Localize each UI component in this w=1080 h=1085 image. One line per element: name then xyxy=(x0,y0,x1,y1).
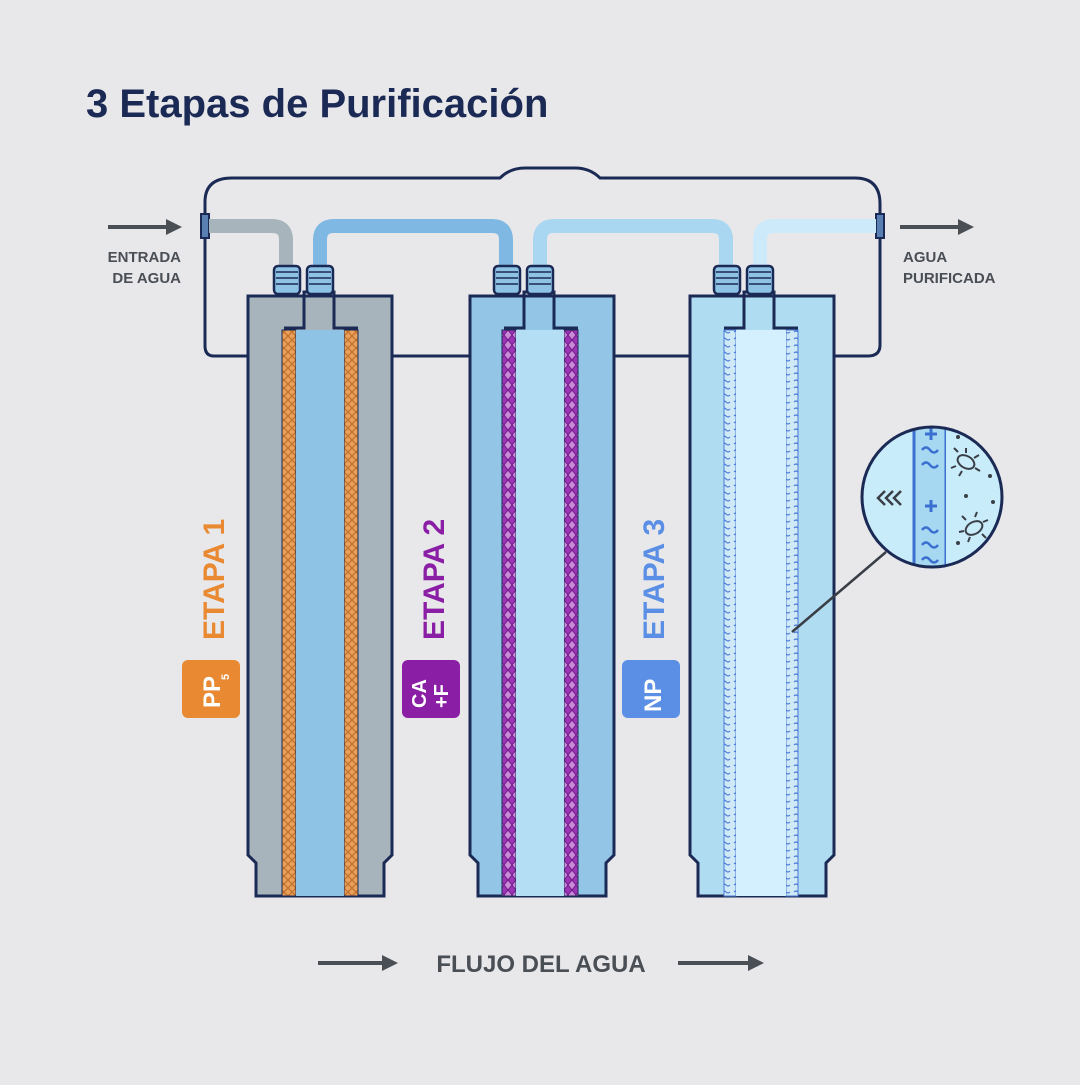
pipe-stage1-stage2 xyxy=(313,219,513,270)
stage-3-badge-main: NP xyxy=(640,679,667,712)
outlet-label-line-1: AGUA xyxy=(903,249,947,266)
magnifier-callout-icon xyxy=(860,425,1004,569)
bacteria-icon xyxy=(950,447,981,477)
stage-2-badge: CA +F xyxy=(402,660,460,718)
right-arrow-icon xyxy=(900,219,974,235)
outlet-port xyxy=(875,213,885,239)
stage-1-badge: PP 5 xyxy=(182,660,240,718)
flow-label: FLUJO DEL AGUA xyxy=(436,951,645,978)
stage-2-badge-main: CA xyxy=(409,679,431,708)
callout-line xyxy=(791,551,887,633)
stage-1-badge-sub: 5 xyxy=(220,674,232,680)
filter-canister-stage-1 xyxy=(246,264,394,898)
stage-3-badge: NP xyxy=(622,660,680,718)
stage-3-label: ETAPA 3 xyxy=(638,519,671,640)
housing-frame xyxy=(203,166,882,358)
double-chevron-left-icon xyxy=(876,490,902,506)
page-title: 3 Etapas de Purificación xyxy=(86,82,548,126)
outlet-label-line-2: PURIFICADA xyxy=(903,270,996,287)
inlet-port xyxy=(200,213,210,239)
stage-1-badge-main: PP xyxy=(199,676,226,708)
right-arrow-icon xyxy=(318,955,398,971)
pipe-inlet xyxy=(209,219,293,270)
right-arrow-icon xyxy=(678,955,764,971)
stage-2-badge-sub: +F xyxy=(431,684,453,708)
filter-canister-stage-3 xyxy=(688,264,836,898)
stage-1-label: ETAPA 1 xyxy=(198,519,231,640)
inlet-label-line-2: DE AGUA xyxy=(112,270,181,287)
filter-canister-stage-2 xyxy=(468,264,616,898)
pipe-outlet xyxy=(753,219,876,270)
stage-2-label: ETAPA 2 xyxy=(418,519,451,640)
right-arrow-icon xyxy=(108,219,182,235)
pipe-stage2-stage3 xyxy=(533,219,733,270)
inlet-label-line-1: ENTRADA xyxy=(108,249,181,266)
bacteria-icon xyxy=(958,511,989,543)
